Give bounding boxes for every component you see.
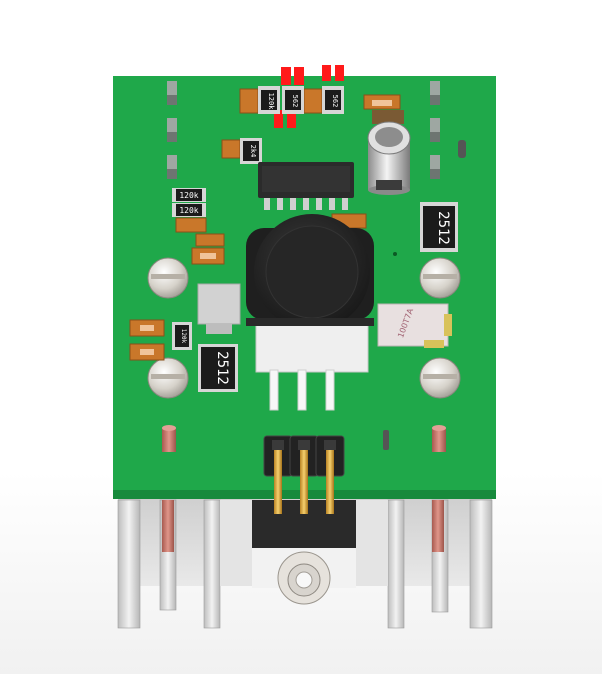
resistor-r2: 562 bbox=[282, 86, 304, 114]
led-indicators bbox=[274, 65, 344, 128]
phillips-screw-icon bbox=[147, 257, 461, 399]
to220-regulator-icon bbox=[246, 318, 374, 411]
via bbox=[393, 252, 397, 256]
shunt-resistor-right: 2512 bbox=[420, 202, 458, 252]
pin-header-icon bbox=[263, 435, 345, 514]
standoff-caps bbox=[162, 425, 446, 452]
left-resistor-stack: 120k 120k bbox=[172, 188, 225, 265]
smd-diode-right: 100T7A bbox=[377, 303, 452, 348]
left-lower-smd: 120k bbox=[129, 319, 192, 361]
controller-ic bbox=[258, 162, 354, 210]
electrolytic-capacitor-icon bbox=[367, 121, 411, 195]
mounting-nut-icon bbox=[277, 551, 331, 605]
svg-text:2512: 2512 bbox=[214, 351, 230, 385]
heatsink bbox=[117, 498, 493, 629]
svg-text:120k: 120k bbox=[179, 191, 198, 200]
svg-text:2k4: 2k4 bbox=[249, 145, 257, 158]
svg-text:120k: 120k bbox=[179, 206, 198, 215]
svg-text:120k: 120k bbox=[267, 93, 275, 111]
resistor-r4: 2k4 bbox=[221, 138, 262, 164]
shunt-resistor-left: 2512 bbox=[198, 344, 238, 392]
svg-text:2512: 2512 bbox=[435, 211, 451, 245]
standoff-right bbox=[432, 500, 444, 552]
standoff-left bbox=[162, 500, 174, 552]
sot-component bbox=[197, 283, 241, 334]
svg-text:562: 562 bbox=[291, 95, 299, 108]
svg-text:120k: 120k bbox=[180, 329, 187, 344]
test-pads bbox=[167, 81, 466, 179]
top-smd-row: 120k 562 562 bbox=[239, 86, 404, 124]
resistor-r1: 120k bbox=[258, 86, 280, 114]
svg-text:562: 562 bbox=[331, 95, 339, 108]
resistor-r3: 562 bbox=[322, 86, 344, 114]
power-inductor bbox=[246, 214, 374, 330]
